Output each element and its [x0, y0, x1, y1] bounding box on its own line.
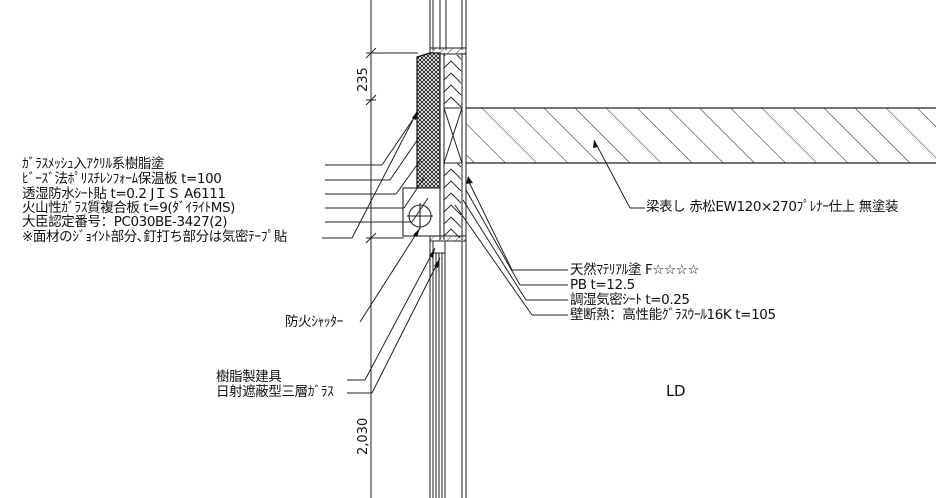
label-composite-board: 火山性ｶﾞﾗｽ質複合板 t=9(ﾀﾞｲﾗｲﾄMS) [22, 200, 236, 216]
shutter-box [402, 187, 441, 237]
label-coating: ｶﾞﾗｽﾒｯｼｭ入ｱｸﾘﾙ系樹脂塗 [22, 156, 165, 172]
blocking [443, 107, 463, 164]
exterior-insulation-board [416, 52, 441, 191]
label-note: ※面材のｼﾞｮｲﾝﾄ部分､釘打ち部分は気密ﾃｰﾌﾟ貼 [22, 229, 287, 245]
label-wall-insulation: 壁断熱：高性能ｸﾞﾗｽｳｰﾙ16K t=105 [570, 307, 776, 323]
label-beam: 梁表し 赤松EW120×270ﾌﾟﾚﾅｰ仕上 無塗装 [646, 199, 899, 215]
label-certification: 大臣認定番号：PC030BE-3427(2) [22, 214, 228, 230]
left-arrowheads [412, 110, 440, 268]
label-insulation-board: ﾋﾞｰｽﾞ法ﾎﾟﾘｽﾁﾚﾝﾌｫｰﾑ保温板 t=100 [22, 171, 222, 187]
lower-window [429, 241, 467, 498]
label-finish: 天然ﾏﾃﾘｱﾙ塗 F☆☆☆☆ [570, 262, 700, 278]
upper-frame [429, 0, 467, 50]
label-vapor-sheet: 調湿気密ｼｰﾄ t=0.25 [570, 292, 690, 308]
label-window-frame: 樹脂製建具 [216, 369, 282, 385]
sill-flashing [429, 235, 467, 242]
left-leaders [322, 109, 441, 394]
beam [466, 107, 936, 164]
room-label: LD [666, 382, 686, 400]
wall-insulation-upper [444, 55, 462, 107]
dimension-line [365, 0, 418, 498]
wall-insulation-lower [444, 163, 462, 238]
label-glazing: 日射遮蔽型三層ｶﾞﾗｽ [216, 384, 334, 400]
label-shutter: 防火ｼｬｯﾀｰ [285, 314, 343, 330]
right-leaders [454, 139, 645, 316]
right-arrowheads [466, 140, 598, 184]
head-flashing [429, 47, 467, 55]
label-plasterboard: PB t=12.5 [570, 277, 635, 293]
label-membrane: 透湿防水ｼｰﾄ貼 t=0.2 JＩＳ A6111 [22, 186, 226, 202]
window-frame-top [432, 240, 446, 254]
dimension-lower: 2,030 [356, 417, 371, 455]
dimension-upper: 235 [356, 67, 371, 92]
